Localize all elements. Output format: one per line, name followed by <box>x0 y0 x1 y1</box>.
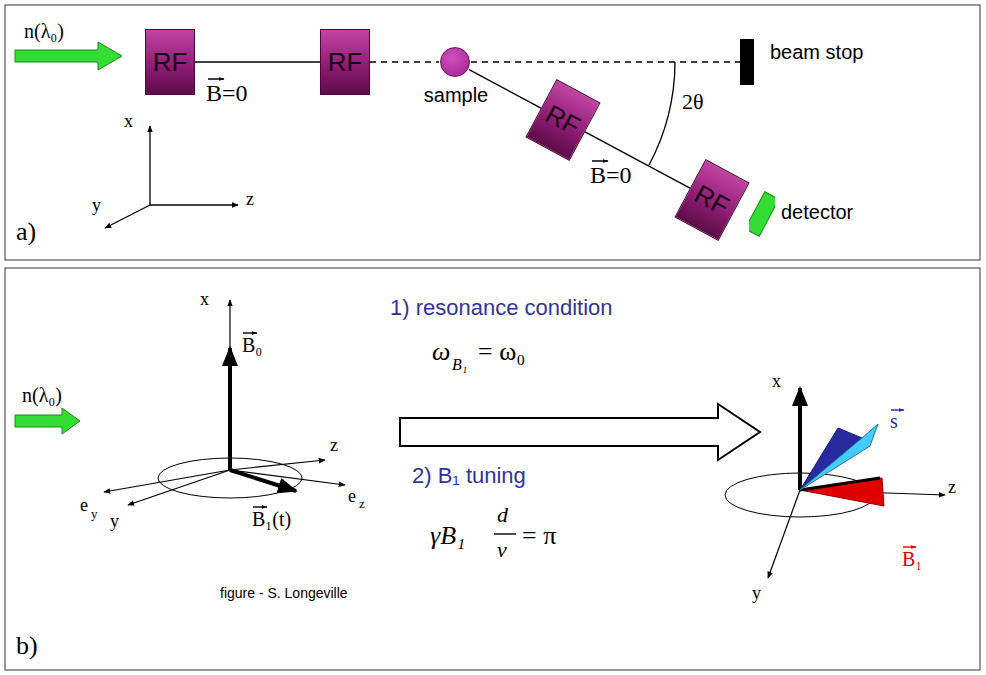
formula-part: γB₁ <box>430 522 465 551</box>
process-arrow <box>400 404 760 460</box>
panel-label: b) <box>16 632 38 661</box>
panel-frame <box>5 268 980 670</box>
field-vector <box>228 348 232 470</box>
spin-cone <box>800 424 878 490</box>
fraction-bar <box>494 533 516 534</box>
axis-label: z <box>948 478 956 498</box>
subscript: B₁ <box>452 356 467 374</box>
field-label: B₀ <box>242 334 262 356</box>
vector-label: B₁ <box>902 548 922 570</box>
sample-circle: sample <box>440 47 470 77</box>
credit-note: figure - S. Longeville <box>220 586 348 601</box>
subscript: z <box>359 497 365 511</box>
beam-stop: beam stop <box>740 39 754 85</box>
coordinate-axes <box>104 300 345 505</box>
rf-flipper: RF <box>145 29 195 95</box>
axis-label: e <box>80 496 88 516</box>
axis-label: y <box>92 196 101 216</box>
coordinate-axes <box>105 126 238 228</box>
axis-label: x <box>200 290 209 310</box>
part-label: sample <box>424 84 488 106</box>
axis-label: e <box>348 487 356 507</box>
axis-label: x <box>772 372 781 392</box>
vector-arrow <box>592 160 608 162</box>
field-label: B=0 <box>206 80 248 106</box>
field-vector <box>798 388 802 490</box>
part-label: beam stop <box>770 41 863 63</box>
box-label: RF <box>689 178 734 222</box>
step-title: 2) B₁ tuning <box>412 464 526 488</box>
axis-label: z <box>246 190 254 210</box>
formula-part: v <box>497 538 507 562</box>
subscript: y <box>91 507 98 521</box>
formula-part: d <box>497 503 508 527</box>
vector-arrow <box>243 332 257 333</box>
beam-path <box>471 61 740 62</box>
angle-label: 2θ <box>682 90 704 114</box>
field-label: B₁(t) <box>252 508 291 530</box>
vector-arrow <box>903 546 916 547</box>
formula-part: = π <box>522 522 556 551</box>
beam-label: n(λ₀) <box>22 384 62 406</box>
detector-symbol <box>749 191 775 237</box>
step-title: 1) resonance condition <box>390 296 613 320</box>
spin-cone <box>800 428 862 490</box>
formula-part: = ω₀ <box>478 338 525 367</box>
part-label: detector <box>781 201 853 223</box>
beam-label: n(λ₀) <box>24 20 64 42</box>
vector-arrow <box>208 78 224 80</box>
panel-frame <box>5 5 980 260</box>
beam-path <box>370 61 439 62</box>
axis-label: x <box>124 112 133 132</box>
vector-label: s <box>890 410 898 432</box>
field-vector <box>230 470 296 491</box>
axis-label: y <box>110 512 119 532</box>
angle-arc <box>649 62 675 165</box>
beam-path <box>585 132 690 188</box>
rf-flipper: RF <box>525 79 600 161</box>
beam-path <box>195 61 320 62</box>
formula-part: ω <box>432 338 450 367</box>
detector-box: detector <box>749 191 775 237</box>
box-label: RF <box>153 47 188 78</box>
rf-flipper: RF <box>320 29 370 95</box>
neutron-beam-arrow <box>15 42 122 70</box>
box-label: RF <box>540 98 585 142</box>
coordinate-axes <box>768 490 945 578</box>
rf-flipper: RF <box>674 159 749 241</box>
field-label: B=0 <box>590 162 632 188</box>
vector-arrow <box>253 506 267 507</box>
neutron-beam-arrow <box>15 408 80 434</box>
axis-label: y <box>752 584 761 604</box>
box-label: RF <box>328 47 363 78</box>
panel-label: a) <box>16 218 36 247</box>
axis-label: z <box>330 436 338 456</box>
